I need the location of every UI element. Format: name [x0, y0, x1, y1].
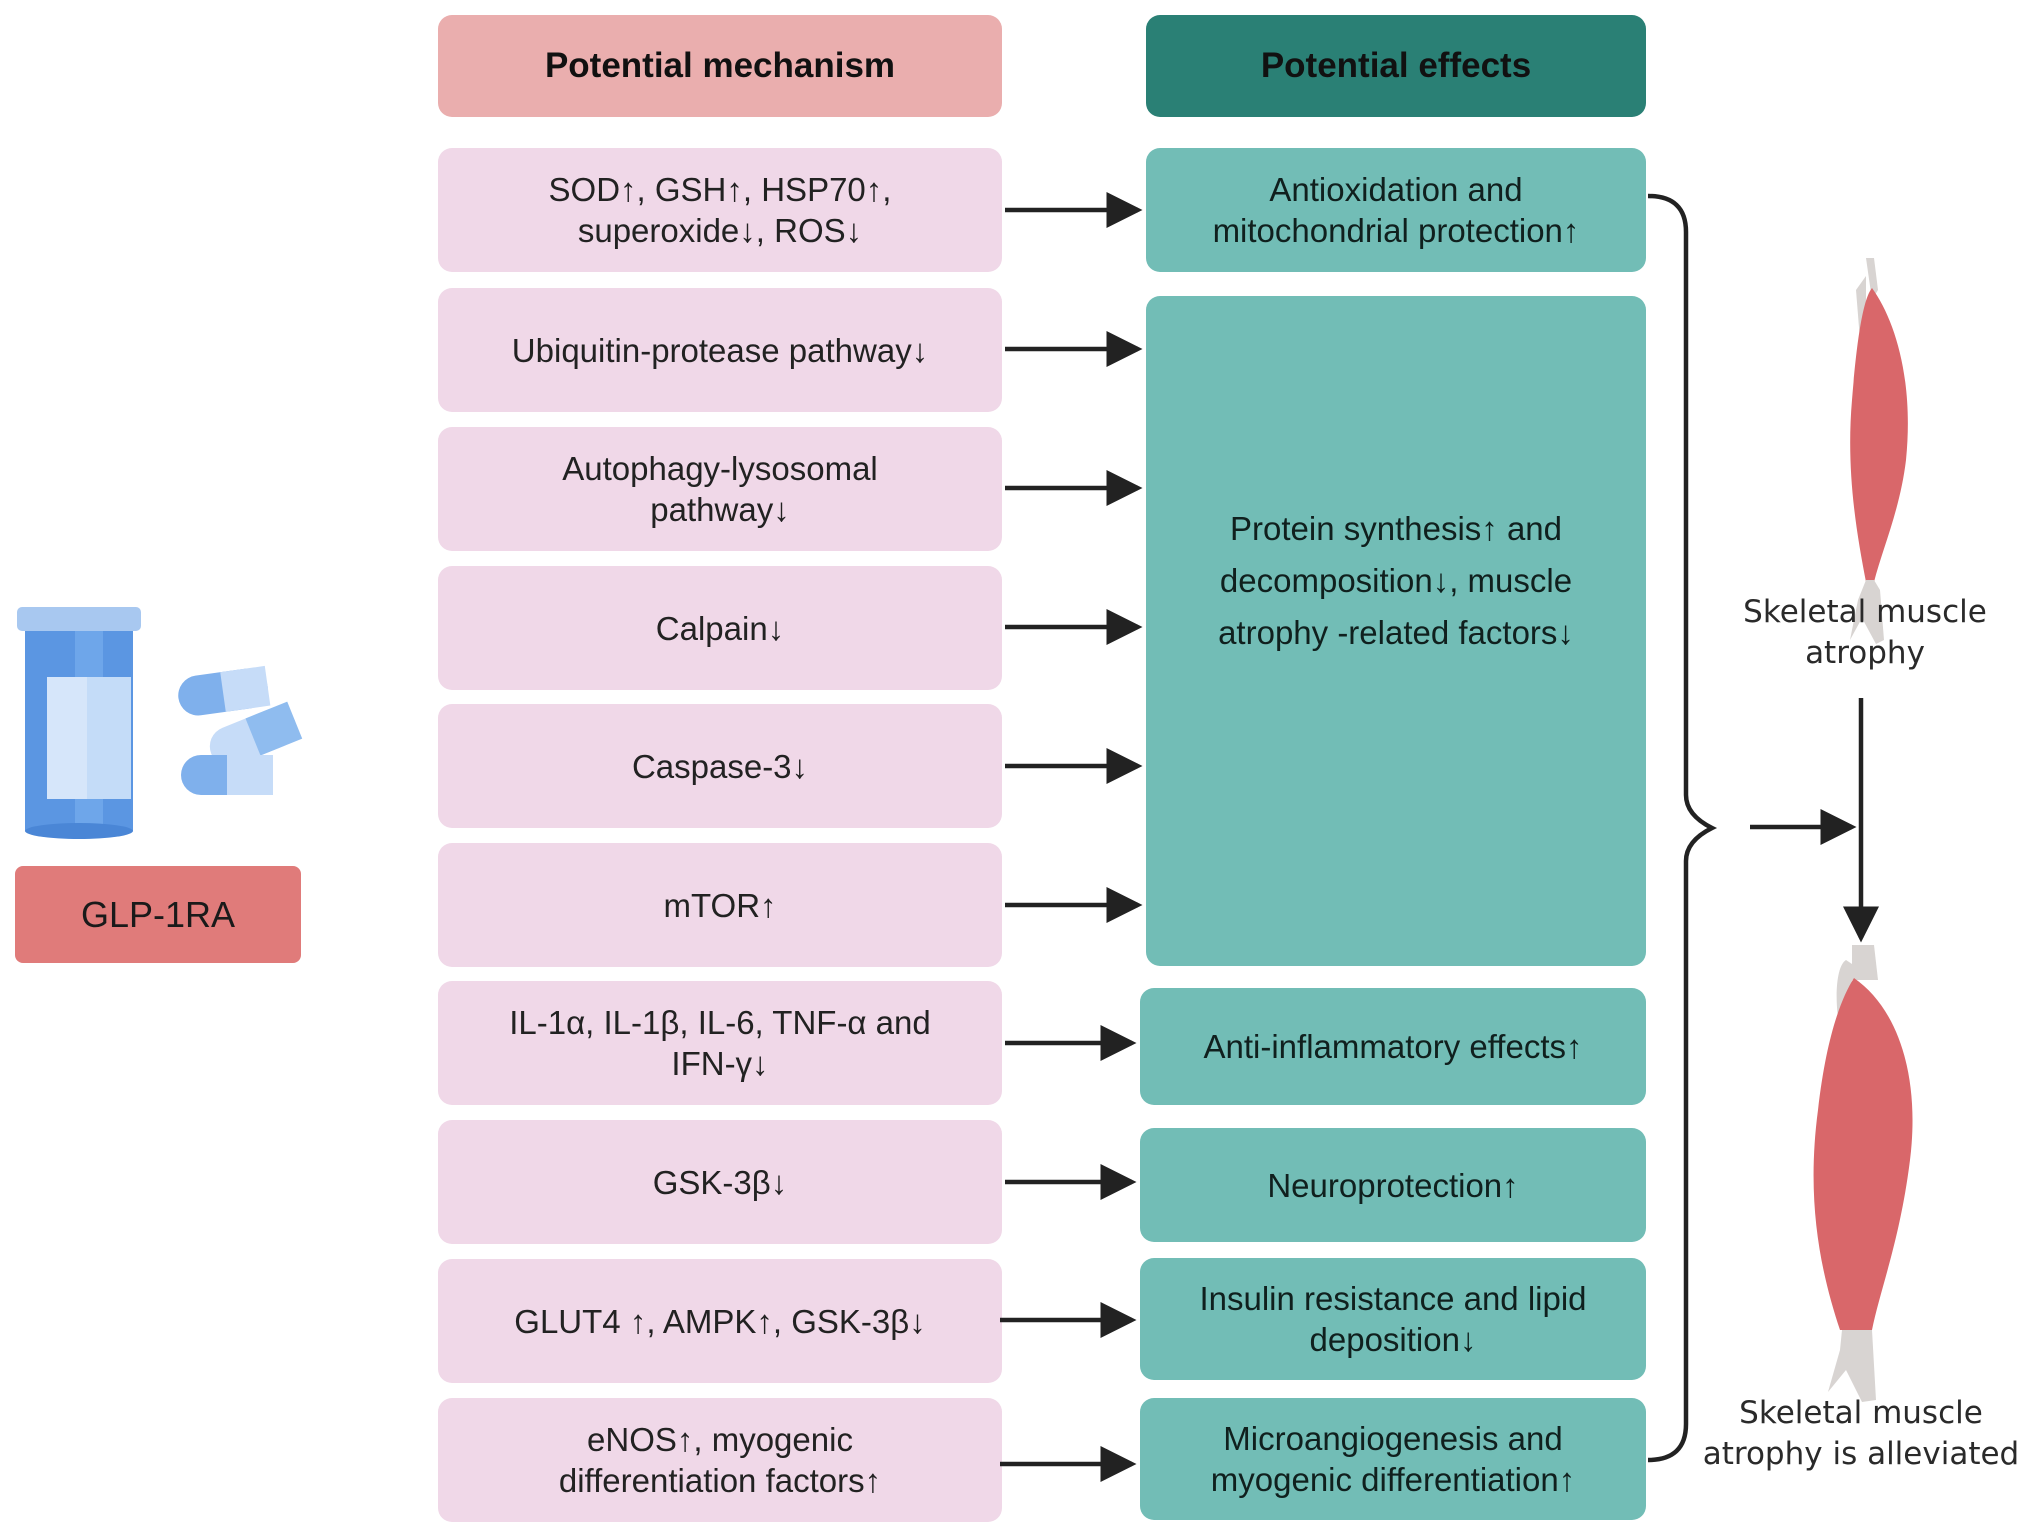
- effect-box-neuroprotection: Neuroprotection↑: [1140, 1128, 1646, 1242]
- effect-box-microangiogenesis: Microangiogenesis and myogenic differenti…: [1140, 1398, 1646, 1520]
- alleviated-label: Skeletal muscle atrophy is alleviated: [1690, 1393, 2032, 1475]
- capsule-icon: [181, 755, 273, 795]
- alleviated-label-line: atrophy is alleviated: [1702, 1436, 2020, 1472]
- mechanism-text: GSK-3β↓: [652, 1163, 788, 1201]
- effect-box-protein-synthesis: Protein synthesis↑ and decomposition↓, mu…: [1146, 296, 1646, 966]
- mechanism-box-gsk3b: GSK-3β↓: [438, 1120, 1002, 1244]
- effect-text: Protein synthesis↑ and: [1229, 510, 1562, 547]
- mechanism-box-glut4: GLUT4 ↑, AMPK↑, GSK-3β↓: [438, 1259, 1002, 1383]
- effect-text: decomposition↓, muscle: [1219, 562, 1573, 599]
- mechanism-text: Caspase-3↓: [631, 747, 809, 785]
- drug-label: GLP-1RA: [15, 866, 301, 963]
- atrophied-muscle-icon: [1850, 258, 1908, 644]
- effect-text: myogenic differentiation↑: [1210, 1461, 1576, 1498]
- effects-header: Potential effects: [1146, 15, 1646, 117]
- mechanism-text: superoxide↓, ROS↓: [577, 212, 863, 249]
- effect-text: Microangiogenesis and: [1223, 1420, 1563, 1457]
- mechanism-box-autophagy: Autophagy-lysosomal pathway↓: [438, 427, 1002, 551]
- mechanism-header-text: Potential mechanism: [544, 46, 896, 85]
- atrophy-label-line: Skeletal muscle: [1743, 594, 1987, 630]
- capsule-icon: [178, 665, 271, 716]
- effects-header-text: Potential effects: [1260, 46, 1532, 85]
- brace-icon: [1647, 193, 1718, 1463]
- mechanism-box-enos: eNOS↑, myogenic differentiation factors↑: [438, 1398, 1002, 1522]
- effect-box-antioxidation: Antioxidation and mitochondrial protectio…: [1146, 148, 1646, 272]
- effect-text: mitochondrial protection↑: [1212, 212, 1580, 249]
- mechanism-header: Potential mechanism: [438, 15, 1002, 117]
- pill-bottle-icon: [15, 605, 305, 845]
- mechanism-text: mTOR↑: [663, 886, 777, 924]
- mechanism-text: eNOS↑, myogenic: [587, 1421, 853, 1458]
- mechanism-box-caspase: Caspase-3↓: [438, 704, 1002, 828]
- mechanism-text: IFN-γ↓: [671, 1045, 769, 1082]
- effect-text: deposition↓: [1309, 1321, 1477, 1358]
- effect-text: Antioxidation and: [1269, 171, 1523, 208]
- mechanism-text: IL-1α, IL-1β, IL-6, TNF-α and: [509, 1004, 931, 1041]
- atrophy-label: Skeletal muscle atrophy: [1730, 592, 2000, 674]
- effect-text: atrophy -related factors↓: [1218, 614, 1574, 651]
- mechanism-box-calpain: Calpain↓: [438, 566, 1002, 690]
- mechanism-text: differentiation factors↑: [558, 1462, 882, 1499]
- mechanism-box-oxidative: SOD↑, GSH↑, HSP70↑, superoxide↓, ROS↓: [438, 148, 1002, 272]
- mechanism-text: Calpain↓: [655, 609, 785, 647]
- effect-text: Insulin resistance and lipid: [1199, 1280, 1587, 1317]
- mechanism-box-mtor: mTOR↑: [438, 843, 1002, 967]
- mechanism-text: SOD↑, GSH↑, HSP70↑,: [548, 171, 892, 208]
- mechanism-text: GLUT4 ↑, AMPK↑, GSK-3β↓: [514, 1302, 926, 1340]
- mechanism-text: Ubiquitin-protease pathway↓: [511, 331, 929, 369]
- atrophy-label-line: atrophy: [1805, 635, 1925, 671]
- effect-box-anti-inflammatory: Anti-inflammatory effects↑: [1140, 988, 1646, 1105]
- effect-text: Anti-inflammatory effects↑: [1203, 1028, 1583, 1065]
- alleviated-label-line: Skeletal muscle: [1739, 1395, 1983, 1431]
- healthy-muscle-icon: [1813, 945, 1913, 1402]
- capsule-icon: [209, 701, 303, 767]
- mechanism-box-ubiquitin: Ubiquitin-protease pathway↓: [438, 288, 1002, 412]
- effect-box-insulin-resistance: Insulin resistance and lipid deposition↓: [1140, 1258, 1646, 1380]
- effect-text: Neuroprotection↑: [1267, 1166, 1519, 1204]
- mechanism-text: pathway↓: [650, 491, 790, 528]
- mechanism-text: Autophagy-lysosomal: [562, 450, 878, 487]
